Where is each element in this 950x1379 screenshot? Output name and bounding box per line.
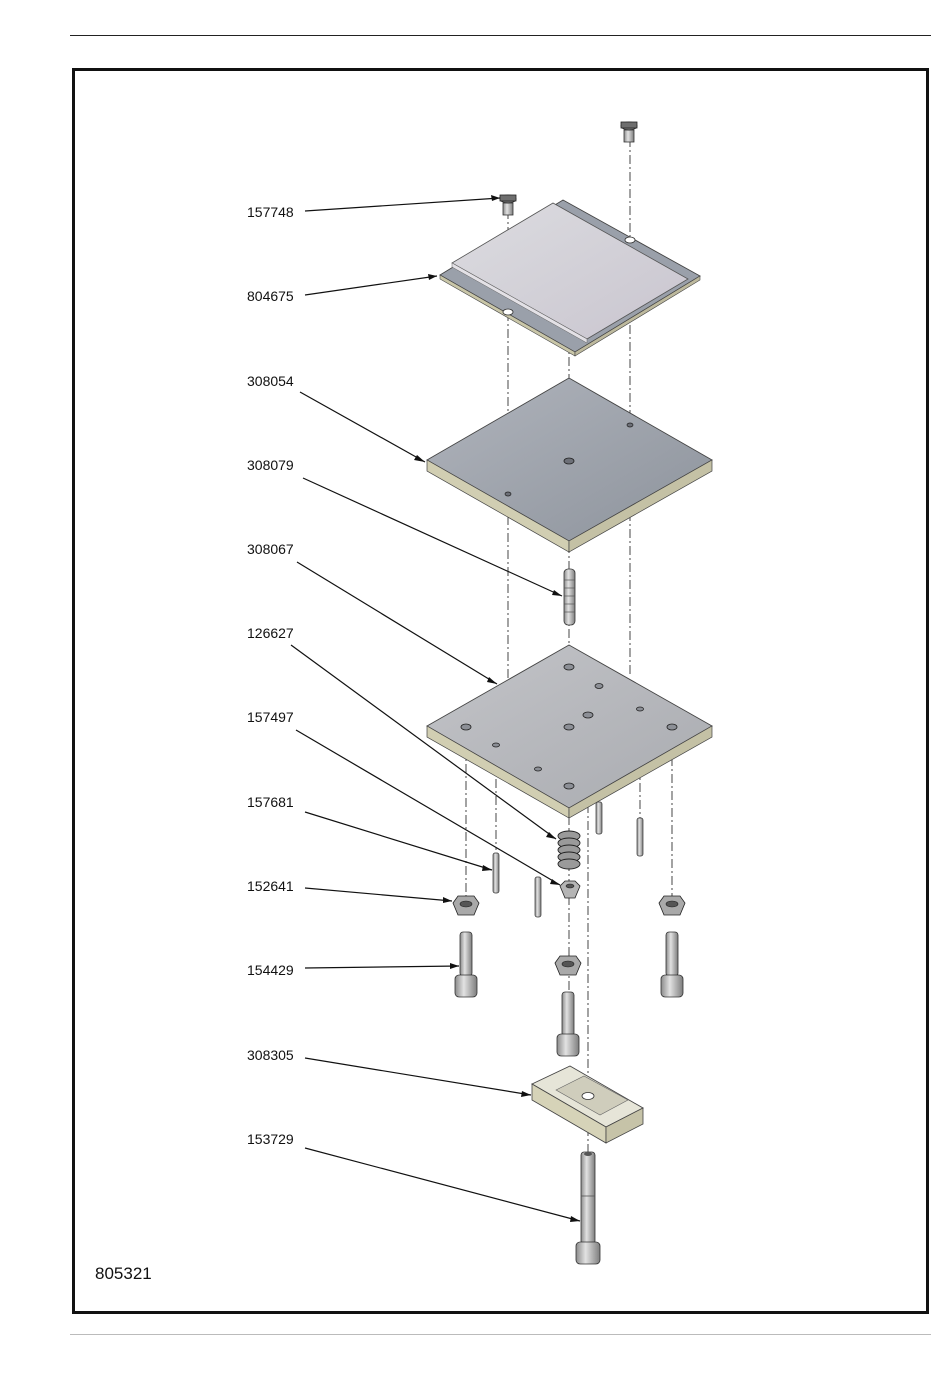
part-label-157681: 157681 [247, 794, 294, 810]
part-label-153729: 153729 [247, 1131, 294, 1147]
leader-308054 [300, 392, 425, 462]
part-label-154429: 154429 [247, 962, 294, 978]
part-label-308305: 308305 [247, 1047, 294, 1063]
dowel-pins [493, 853, 541, 917]
leader-308067 [297, 562, 497, 684]
footer-rule [70, 1334, 931, 1335]
part-labels: 157748 804675 308054 308079 308067 12662… [247, 204, 294, 1147]
upper-plate [427, 378, 712, 552]
part-label-804675: 804675 [247, 288, 294, 304]
guide-pin [564, 569, 575, 625]
slotted-block [532, 1066, 643, 1143]
part-label-157748: 157748 [247, 204, 294, 220]
leader-804675 [305, 276, 437, 295]
leader-308305 [305, 1058, 531, 1095]
small-nut [560, 881, 580, 898]
leader-153729 [305, 1148, 580, 1221]
part-label-308079: 308079 [247, 457, 294, 473]
leader-154429 [305, 966, 459, 968]
screw-top-left [500, 195, 516, 215]
part-label-308054: 308054 [247, 373, 294, 389]
part-label-152641: 152641 [247, 878, 294, 894]
part-label-126627: 126627 [247, 625, 294, 641]
leader-157748 [305, 198, 500, 211]
leader-152641 [305, 888, 452, 901]
leader-157681 [305, 812, 492, 870]
part-label-157497: 157497 [247, 709, 294, 725]
cover-plate [440, 200, 700, 356]
spring [558, 831, 580, 869]
figure-number: 805321 [95, 1264, 152, 1283]
screw-top-right [621, 122, 637, 142]
base-plate [427, 645, 712, 856]
long-cap-screw [576, 1152, 600, 1264]
part-label-308067: 308067 [247, 541, 294, 557]
